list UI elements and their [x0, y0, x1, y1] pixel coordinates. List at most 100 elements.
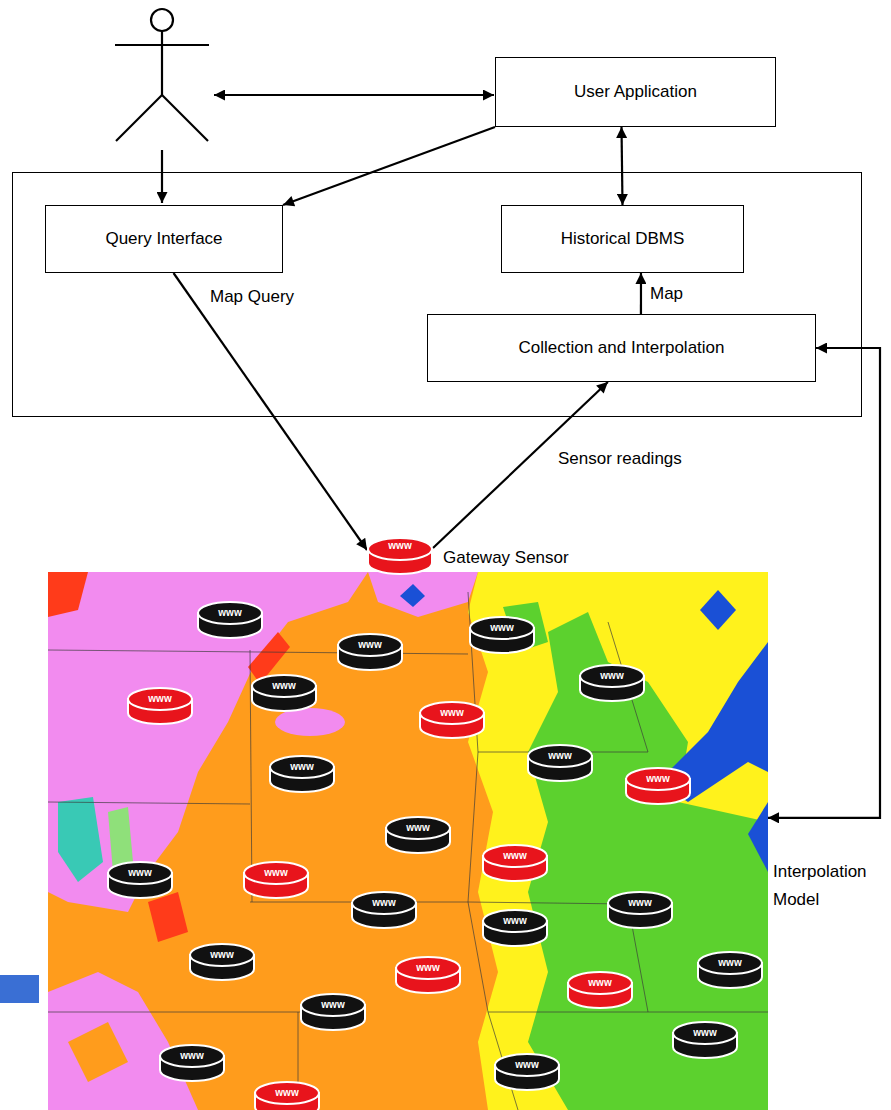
process-box: User Application	[495, 57, 776, 127]
weather-map-part	[48, 572, 768, 1110]
side-tab	[0, 975, 39, 1003]
sensor-label: www	[202, 949, 242, 961]
sensor-icon	[108, 862, 172, 898]
sensor-top	[470, 617, 534, 639]
sensor-label: www	[620, 897, 660, 909]
sensor-label: www	[685, 1027, 725, 1039]
actor-figure-part	[151, 9, 173, 31]
sensor-icon	[528, 745, 592, 781]
sensor-label: www	[540, 750, 580, 762]
sensor-icon	[160, 1045, 224, 1081]
actor-arrow	[162, 95, 494, 203]
sensor-top	[252, 675, 316, 697]
sensor-top	[352, 892, 416, 914]
actor-arrow-part	[214, 94, 494, 96]
sensor-icon	[367, 536, 433, 580]
sensor-label: www	[592, 670, 632, 682]
sensor-map: Interpolation Model	[48, 572, 768, 1110]
sensor-icon	[270, 756, 334, 792]
weather-map-part-part	[48, 650, 468, 654]
process-box: Collection and Interpolation	[427, 314, 816, 382]
sensor-top	[420, 702, 484, 724]
process-box: Query Interface	[45, 205, 283, 273]
sensor-icon	[673, 1022, 737, 1058]
sensor-icon	[244, 862, 308, 898]
sensor-label: www	[580, 977, 620, 989]
edge-label: Map	[648, 284, 685, 304]
actor-figure-part	[162, 95, 208, 141]
weather-map-part	[700, 590, 736, 630]
sensor-top	[483, 845, 547, 867]
actor-arrow-part	[161, 150, 163, 203]
sensor-label: www	[408, 962, 448, 974]
sensor-icons	[108, 602, 762, 1110]
sensor-icon	[190, 944, 254, 980]
sensor-top	[483, 910, 547, 932]
process-box: Historical DBMS	[501, 205, 744, 273]
sensor-icon	[495, 1054, 559, 1090]
sensor-top	[580, 665, 644, 687]
box-label: Collection and Interpolation	[518, 338, 724, 358]
weather-map-part	[48, 572, 88, 617]
sensor-icon	[352, 892, 416, 928]
sensor-icon	[483, 845, 547, 881]
weather-map-part	[48, 972, 198, 1110]
sensor-icon	[198, 602, 262, 638]
weather-map-part	[528, 612, 768, 1110]
sensor-body	[368, 549, 432, 574]
sensor-label: www	[210, 607, 250, 619]
sensor-icon	[255, 1082, 319, 1110]
weather-map-part-part	[250, 902, 628, 904]
sensor-top	[368, 538, 432, 560]
sensor-label: www	[140, 693, 180, 705]
weather-map	[48, 572, 768, 1110]
gateway-sensor: wwwGateway Sensor	[367, 536, 433, 576]
sensor-label: www	[495, 850, 535, 862]
weather-map-part	[68, 1022, 128, 1082]
edge-label: Map Query	[208, 287, 296, 307]
sensor-top	[396, 957, 460, 979]
weather-map-part	[48, 572, 368, 912]
weather-map-part	[468, 572, 768, 1110]
system-boundary: Query Interface Historical DBMS Collection…	[12, 172, 862, 417]
sensor-icon	[483, 910, 547, 946]
sensor-top	[495, 1054, 559, 1076]
sensor-label: www	[172, 1050, 212, 1062]
sensor-label: www	[507, 1059, 547, 1071]
weather-map-part	[368, 572, 478, 617]
weather-map-part	[275, 708, 345, 736]
sensor-top	[190, 944, 254, 966]
connector-arrow	[174, 273, 367, 550]
actor-figure-part	[116, 95, 162, 141]
sensor-top	[301, 994, 365, 1016]
sensor-label: www	[710, 957, 750, 969]
sensor-top	[698, 952, 762, 974]
weather-map-part	[748, 802, 768, 872]
map-label: Interpolation Model	[773, 858, 885, 914]
sensor-top	[160, 1045, 224, 1067]
sensor-top	[673, 1022, 737, 1044]
actor-figure-part	[115, 44, 209, 46]
connector-arrow	[640, 273, 642, 314]
sensor-top	[386, 817, 450, 839]
weather-map-part	[148, 892, 188, 942]
weather-map-part	[400, 584, 425, 607]
sensor-top	[568, 972, 632, 994]
box-label: Query Interface	[105, 229, 222, 249]
sensor-top	[608, 892, 672, 914]
sensor-label: www	[256, 867, 296, 879]
sensor-icon	[470, 617, 534, 653]
sensor-label: www	[398, 822, 438, 834]
connector-arrow	[433, 382, 608, 548]
sensor-label: www	[432, 707, 472, 719]
sensor-top	[255, 1082, 319, 1104]
sensor-label: www	[264, 680, 304, 692]
sensor-label: www	[267, 1087, 307, 1099]
sensor-label: www	[364, 897, 404, 909]
weather-map-part-part	[488, 1012, 768, 1013]
sensor-icon	[386, 817, 450, 853]
sensor-label: www	[282, 761, 322, 773]
